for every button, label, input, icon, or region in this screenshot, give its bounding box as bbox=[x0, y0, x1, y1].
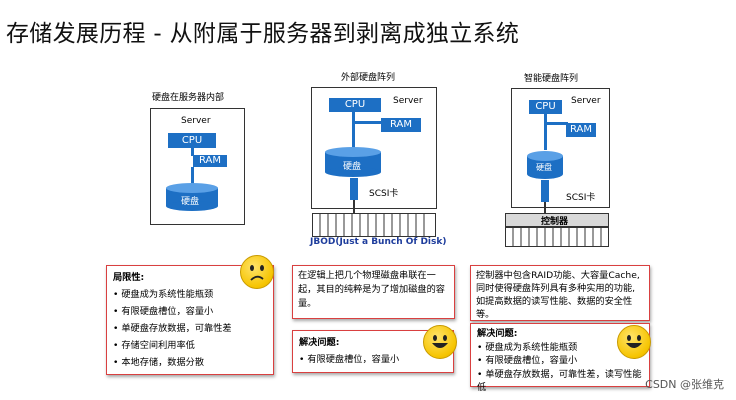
col1-disk-label: 硬盘 bbox=[181, 197, 200, 207]
col3-ram: RAM bbox=[566, 123, 596, 137]
smart-array-solution-item: • 硬盘成为系统性能瓶颈 bbox=[477, 341, 578, 353]
col2-cpu-ram-link-h bbox=[354, 121, 382, 124]
col3-controller-label: 控制器 bbox=[541, 217, 569, 227]
col3-scsi-card bbox=[541, 180, 549, 202]
col2-server-label: Server bbox=[393, 96, 423, 106]
col2-scsi-label: SCSI卡 bbox=[369, 189, 399, 199]
jbod-solution-item: • 有限硬盘槽位，容量小 bbox=[299, 354, 400, 365]
smiling-face-icon bbox=[617, 325, 651, 359]
col1-caption: 硬盘在服务器内部 bbox=[152, 93, 225, 103]
smiling-face-icon bbox=[423, 325, 457, 359]
col2-ram: RAM bbox=[381, 118, 421, 132]
jbod-description: 在逻辑上把几个物理磁盘串联在一起，其目的纯粹是为了增加磁盘的容量。 bbox=[298, 270, 445, 309]
col2-jbod-array bbox=[312, 213, 436, 237]
col2-caption: 外部硬盘阵列 bbox=[341, 73, 396, 83]
jbod-description-panel: 在逻辑上把几个物理磁盘串联在一起，其目的纯粹是为了增加磁盘的容量。 bbox=[292, 265, 455, 319]
col1-cpu: CPU bbox=[168, 133, 216, 148]
limitation-item: • 有限硬盘槽位，容量小 bbox=[113, 306, 214, 317]
col2-cpu: CPU bbox=[329, 98, 381, 112]
col3-disk-label: 硬盘 bbox=[536, 163, 552, 172]
smart-array-description-panel: 控制器中包含RAID功能、大容量Cache,同时使得硬盘阵列具有多种实用的功能,… bbox=[470, 265, 650, 321]
col3-scsi-cable bbox=[544, 202, 546, 214]
col1-server-label: Server bbox=[181, 116, 211, 126]
worried-face-icon bbox=[240, 255, 274, 289]
limitation-item: • 单硬盘存放数据，可靠性差 bbox=[113, 323, 232, 334]
col1-ram: RAM bbox=[193, 155, 227, 167]
col1-disk-icon bbox=[166, 183, 218, 211]
col2-cpu-ram-link bbox=[352, 112, 355, 126]
col3-cpu-ram-link-h bbox=[546, 122, 568, 125]
col2-jbod-label: JBOD(Just a Bunch Of Disk) bbox=[310, 237, 447, 247]
col2-scsi-cable bbox=[353, 200, 355, 214]
smart-array-solution-item: • 单硬盘存放数据，可靠性差，读写性能低 bbox=[477, 368, 642, 394]
col3-cpu: CPU bbox=[529, 100, 562, 114]
col2-disk-label: 硬盘 bbox=[343, 162, 362, 172]
col3-disk-array bbox=[505, 227, 609, 247]
col1-ram-disk-link bbox=[191, 167, 194, 187]
watermark: CSDN @张维克 bbox=[645, 378, 724, 391]
col2-scsi-card bbox=[350, 178, 358, 200]
limitation-item: • 本地存储，数据分散 bbox=[113, 357, 205, 368]
smart-array-description: 控制器中包含RAID功能、大容量Cache,同时使得硬盘阵列具有多种实用的功能,… bbox=[476, 270, 640, 320]
col2-disk-icon bbox=[325, 147, 381, 177]
jbod-solution-heading: 解决问题: bbox=[299, 337, 340, 348]
col1-cpu-ram-link bbox=[191, 148, 194, 156]
col3-scsi-label: SCSI卡 bbox=[566, 193, 596, 203]
col3-cpu-ram-link bbox=[544, 114, 547, 128]
page-title: 存储发展历程 - 从附属于服务器到剥离成独立系统 bbox=[6, 21, 520, 47]
col3-controller-box bbox=[505, 213, 609, 227]
limitation-item: • 存储空间利用率低 bbox=[113, 340, 195, 351]
smart-array-solution-item: • 有限硬盘槽位，容量小 bbox=[477, 355, 578, 366]
col3-ram-disk-link bbox=[544, 128, 547, 150]
col3-disk-icon bbox=[527, 151, 563, 179]
col2-ram-disk-link bbox=[352, 126, 355, 148]
col3-caption: 智能硬盘阵列 bbox=[524, 74, 579, 84]
limitation-item: • 硬盘成为系统性能瓶颈 bbox=[113, 289, 214, 300]
col3-server-label: Server bbox=[571, 96, 601, 106]
smart-array-solution-heading: 解决问题: bbox=[477, 328, 518, 339]
limitations-heading: 局限性: bbox=[113, 272, 145, 283]
